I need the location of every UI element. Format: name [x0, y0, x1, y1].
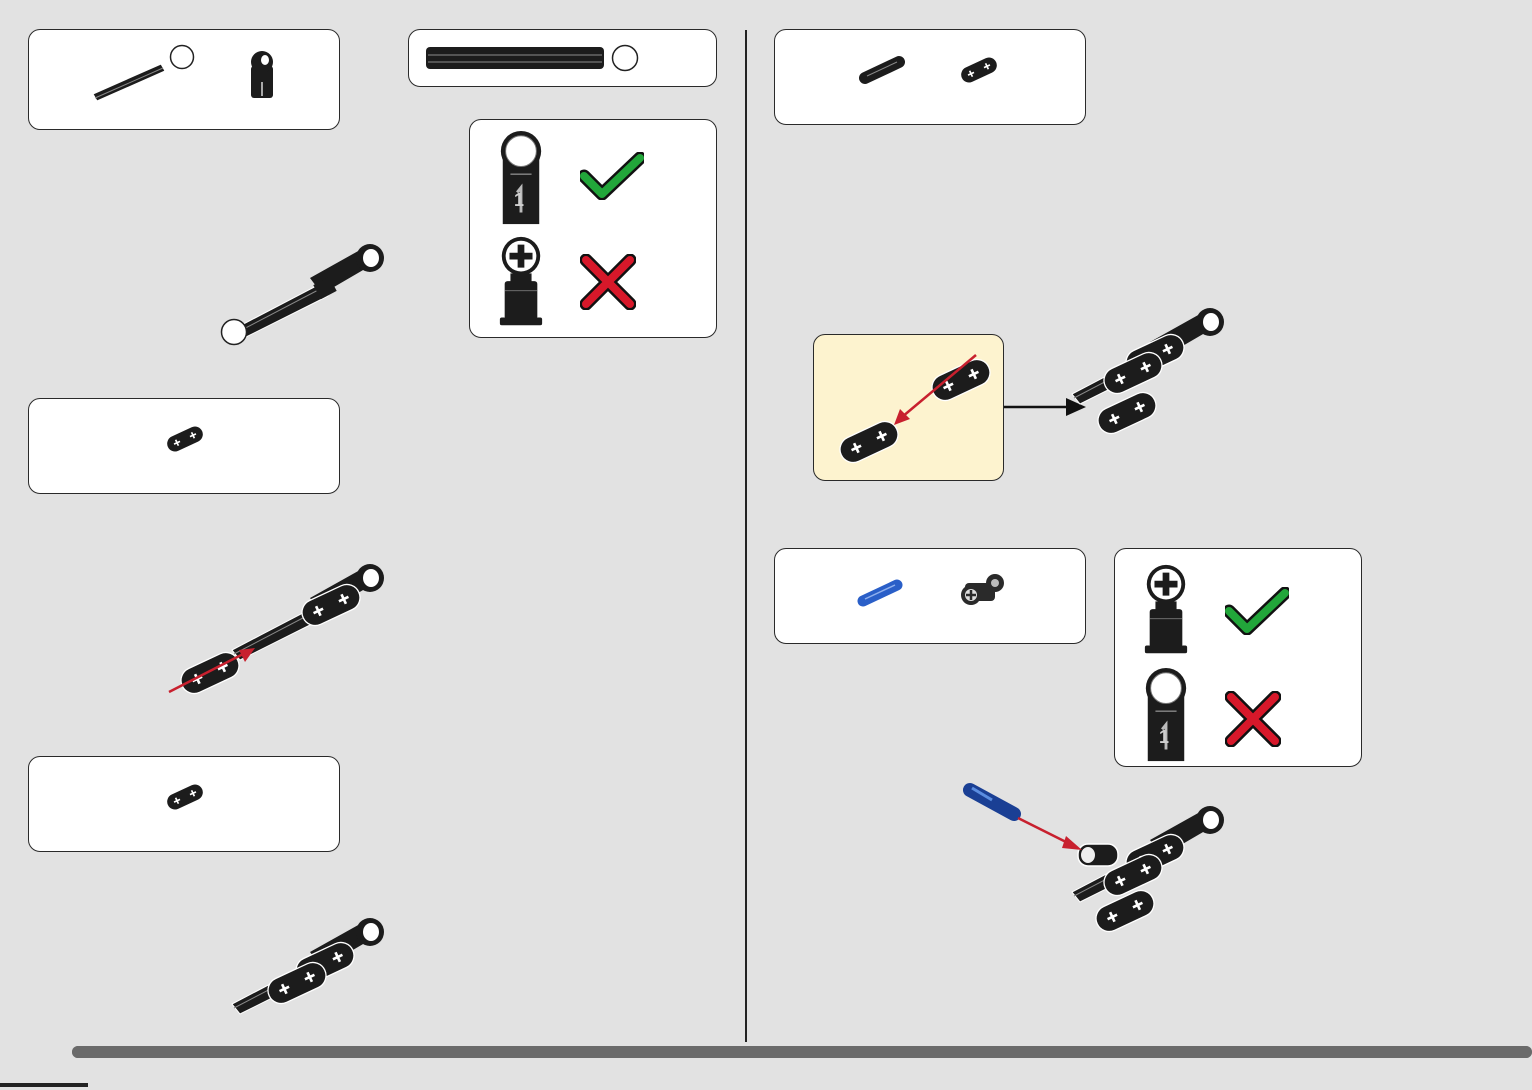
column-divider [745, 30, 747, 1042]
connector-label: 1 [1159, 727, 1169, 748]
orientation-hint-box-2: 1 [1114, 548, 1362, 767]
beam-on-axle [296, 582, 366, 628]
axle-connector-icon [955, 569, 1007, 611]
insert-arrow-icon [884, 351, 984, 431]
parts-box-step-3 [28, 756, 340, 852]
connector-label: 1 [514, 190, 524, 211]
round-hole-connector-icon [1142, 667, 1190, 763]
progress-bar-fill [72, 1046, 1532, 1058]
beam-2-icon [163, 423, 207, 455]
insert-arrow-icon [165, 638, 265, 698]
beam-2-icon [957, 54, 1001, 86]
wrong-cross-icon [1225, 691, 1281, 747]
long-axle-icon [425, 45, 607, 71]
pin-icon [861, 56, 905, 84]
parts-box-step-2 [28, 398, 340, 494]
page-marker [0, 1083, 88, 1087]
insert-arrow-icon [1016, 812, 1086, 854]
beam-on-axle [1092, 390, 1162, 436]
parts-box-step-5 [774, 548, 1086, 644]
beam-on-axle [262, 960, 332, 1006]
beam-on-axle [1090, 888, 1160, 934]
cross-hole-connector-icon [497, 235, 545, 331]
quantity-circle-icon [611, 44, 639, 72]
axle-pin-connector-icon [245, 48, 279, 100]
sub-assembly-callout [813, 334, 1004, 481]
parts-box-long-axle [408, 29, 717, 87]
quantity-circle-icon [220, 318, 248, 346]
quantity-circle-icon [169, 44, 195, 70]
orientation-hint-box-1: 1 [469, 119, 717, 338]
axle-icon [89, 54, 169, 104]
beam-2-icon [163, 781, 207, 813]
correct-check-icon [1225, 587, 1289, 635]
blue-axle-pin-icon [857, 577, 905, 607]
parts-box-step-1 [28, 29, 340, 130]
wrong-cross-icon [580, 254, 636, 310]
progress-bar [72, 1046, 1532, 1058]
round-hole-connector-icon [497, 130, 545, 226]
parts-box-step-4 [774, 29, 1086, 125]
correct-check-icon [580, 152, 644, 200]
cross-hole-connector-icon [1142, 563, 1190, 659]
